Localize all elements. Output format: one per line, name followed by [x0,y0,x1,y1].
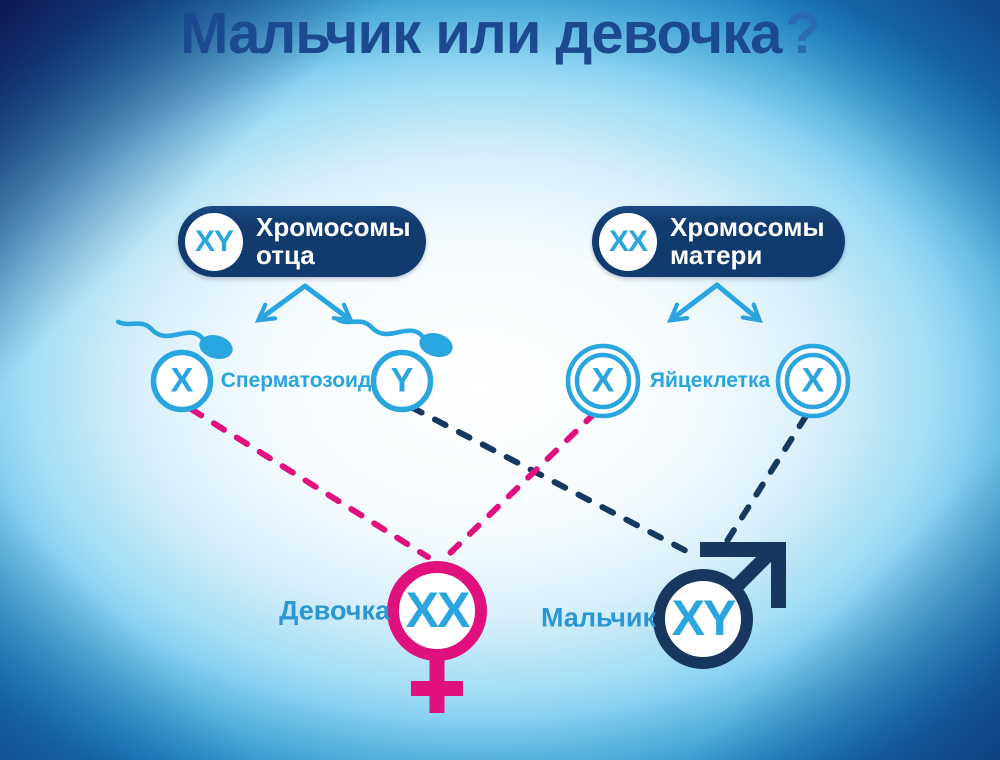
mother-xx-badge: XX [599,212,657,271]
line-egg-x-to-girl [444,410,598,559]
egg-x-circle [775,343,851,419]
mother-badge-line1: Хромосомы [670,212,825,243]
line-egg-x-to-boy [719,413,809,552]
egg-x-letter: X [591,361,615,400]
egg-label: Яйцеклетка [649,369,771,392]
mother-split-arrows [666,282,763,324]
sperm-x-circle [150,349,214,413]
boy-symbol-text: XY [671,590,737,646]
female-symbol [387,561,487,713]
father-badge-line2: отца [256,239,315,270]
mother-badge-line2: матери [670,239,763,270]
girl-label: Девочка [279,595,390,626]
sperm-y-letter: Y [390,361,414,400]
egg-x-letter: X [801,361,825,400]
egg-x-circle [565,343,641,419]
sperm-label: Сперматозоид [220,369,372,392]
father-xy-badge: XY [185,212,243,271]
mother-chromosomes-badge: XX Хромосомы матери [592,206,845,277]
father-badge-label: Хромосомы отца [256,214,411,268]
male-symbol [653,542,786,669]
sperm-y-circle [370,349,434,413]
father-chromosomes-badge: XY Хромосомы отца [178,206,426,277]
mother-badge-label: Хромосомы матери [670,214,825,268]
page-title: Мальчик или девочка? [0,0,1000,67]
page-title-text: Мальчик или девочка [180,1,782,66]
page-title-question-mark: ? [785,1,820,66]
line-sperm-y-to-boy [408,404,695,557]
sperm-icon [335,317,453,357]
girl-symbol-text: XX [405,582,471,638]
sperm-x-letter: X [170,361,194,400]
sperm-icon [115,319,233,359]
boy-label: Мальчик [540,602,656,633]
father-badge-line1: Хромосомы [256,212,411,243]
line-sperm-x-to-girl [188,406,431,560]
father-split-arrows [254,283,355,323]
